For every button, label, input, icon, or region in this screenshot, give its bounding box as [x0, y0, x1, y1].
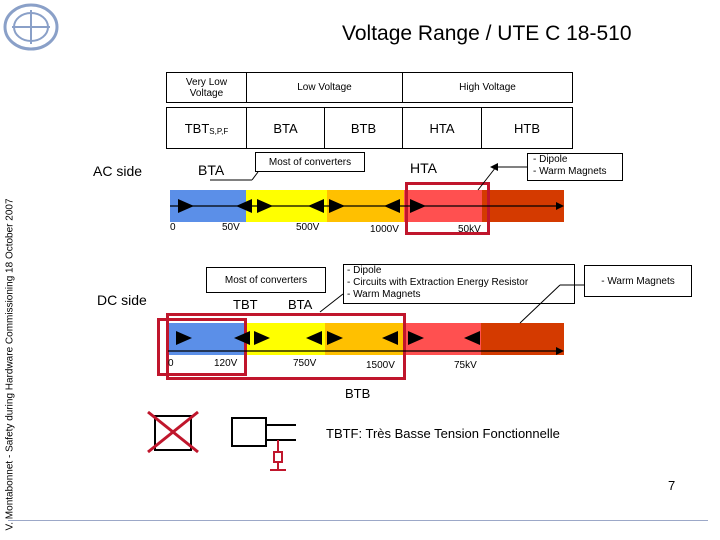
dc-converters-label: Most of converters [224, 274, 308, 286]
btb-cell: BTB [324, 107, 403, 149]
ac-tick-0: 0 [170, 222, 176, 233]
page-title: Voltage Range / UTE C 18-510 [342, 22, 632, 45]
ac-converters-box: Most of converters [255, 152, 365, 172]
dc-tbt-label: TBT [233, 297, 258, 312]
hta-table-label: HTA [429, 120, 455, 136]
dc-btb-label: BTB [345, 386, 371, 401]
dc-circuits-label: - Dipole - Circuits with Extraction Ener… [347, 265, 529, 300]
ac-bta-label: BTA [198, 162, 225, 178]
high-voltage-label: High Voltage [459, 82, 516, 93]
dc-tick-120v: 120V [214, 358, 238, 369]
htb-table-label: HTB [514, 120, 540, 136]
htb-cell: HTB [481, 107, 573, 149]
hta-cell: HTA [402, 107, 482, 149]
ac-tick-50kv: 50kV [458, 224, 481, 235]
ac-tick-500v: 500V [296, 222, 320, 233]
dc-segment-htb [481, 323, 564, 355]
bta-cell: BTA [246, 107, 325, 149]
ac-side-label: AC side [93, 163, 143, 179]
ac-tick-1000v: 1000V [370, 224, 399, 235]
dc-warm-magnets-box: - Warm Magnets [584, 265, 692, 297]
tbtf-note: TBTF: Très Basse Tension Fonctionnelle [326, 426, 560, 441]
ac-hta-label: HTA [410, 160, 437, 176]
dc-circuits-box: - Dipole - Circuits with Extraction Ener… [343, 264, 575, 304]
footer-divider [8, 520, 708, 521]
dc-tick-1500v: 1500V [366, 360, 395, 371]
dc-side-label: DC side [97, 292, 147, 308]
dc-warm-magnets-label: - Warm Magnets [601, 275, 675, 287]
ac-tick-50v: 50V [222, 222, 240, 233]
low-voltage-cell: Low Voltage [246, 72, 403, 103]
ac-magnets-label: - Dipole - Warm Magnets [533, 154, 607, 177]
btb-table-label: BTB [350, 120, 377, 136]
dc-bta-label: BTA [288, 297, 313, 312]
page-number: 7 [668, 478, 676, 493]
high-voltage-cell: High Voltage [402, 72, 573, 103]
very-low-voltage-cell: Very Low Voltage [166, 72, 247, 103]
bta-table-label: BTA [273, 120, 298, 136]
tbt-subscript: S,P,F [209, 126, 229, 136]
low-voltage-label: Low Voltage [297, 82, 352, 93]
cern-logo [2, 2, 60, 52]
very-low-voltage-label: Very Low Voltage [185, 76, 228, 99]
tbt-label: TBT [184, 120, 210, 136]
dc-converters-box: Most of converters [206, 267, 326, 293]
dc-highlight-frame-tbt [157, 318, 247, 376]
dc-highlight-frame-bta [166, 313, 406, 380]
dc-tick-75kv: 75kV [454, 360, 477, 371]
ac-highlight-frame [405, 182, 490, 235]
ac-magnets-box: - Dipole - Warm Magnets [527, 153, 623, 181]
dc-tick-750v: 750V [293, 358, 317, 369]
dc-tick-0: 0 [168, 358, 174, 369]
ac-converters-label: Most of converters [268, 156, 352, 168]
